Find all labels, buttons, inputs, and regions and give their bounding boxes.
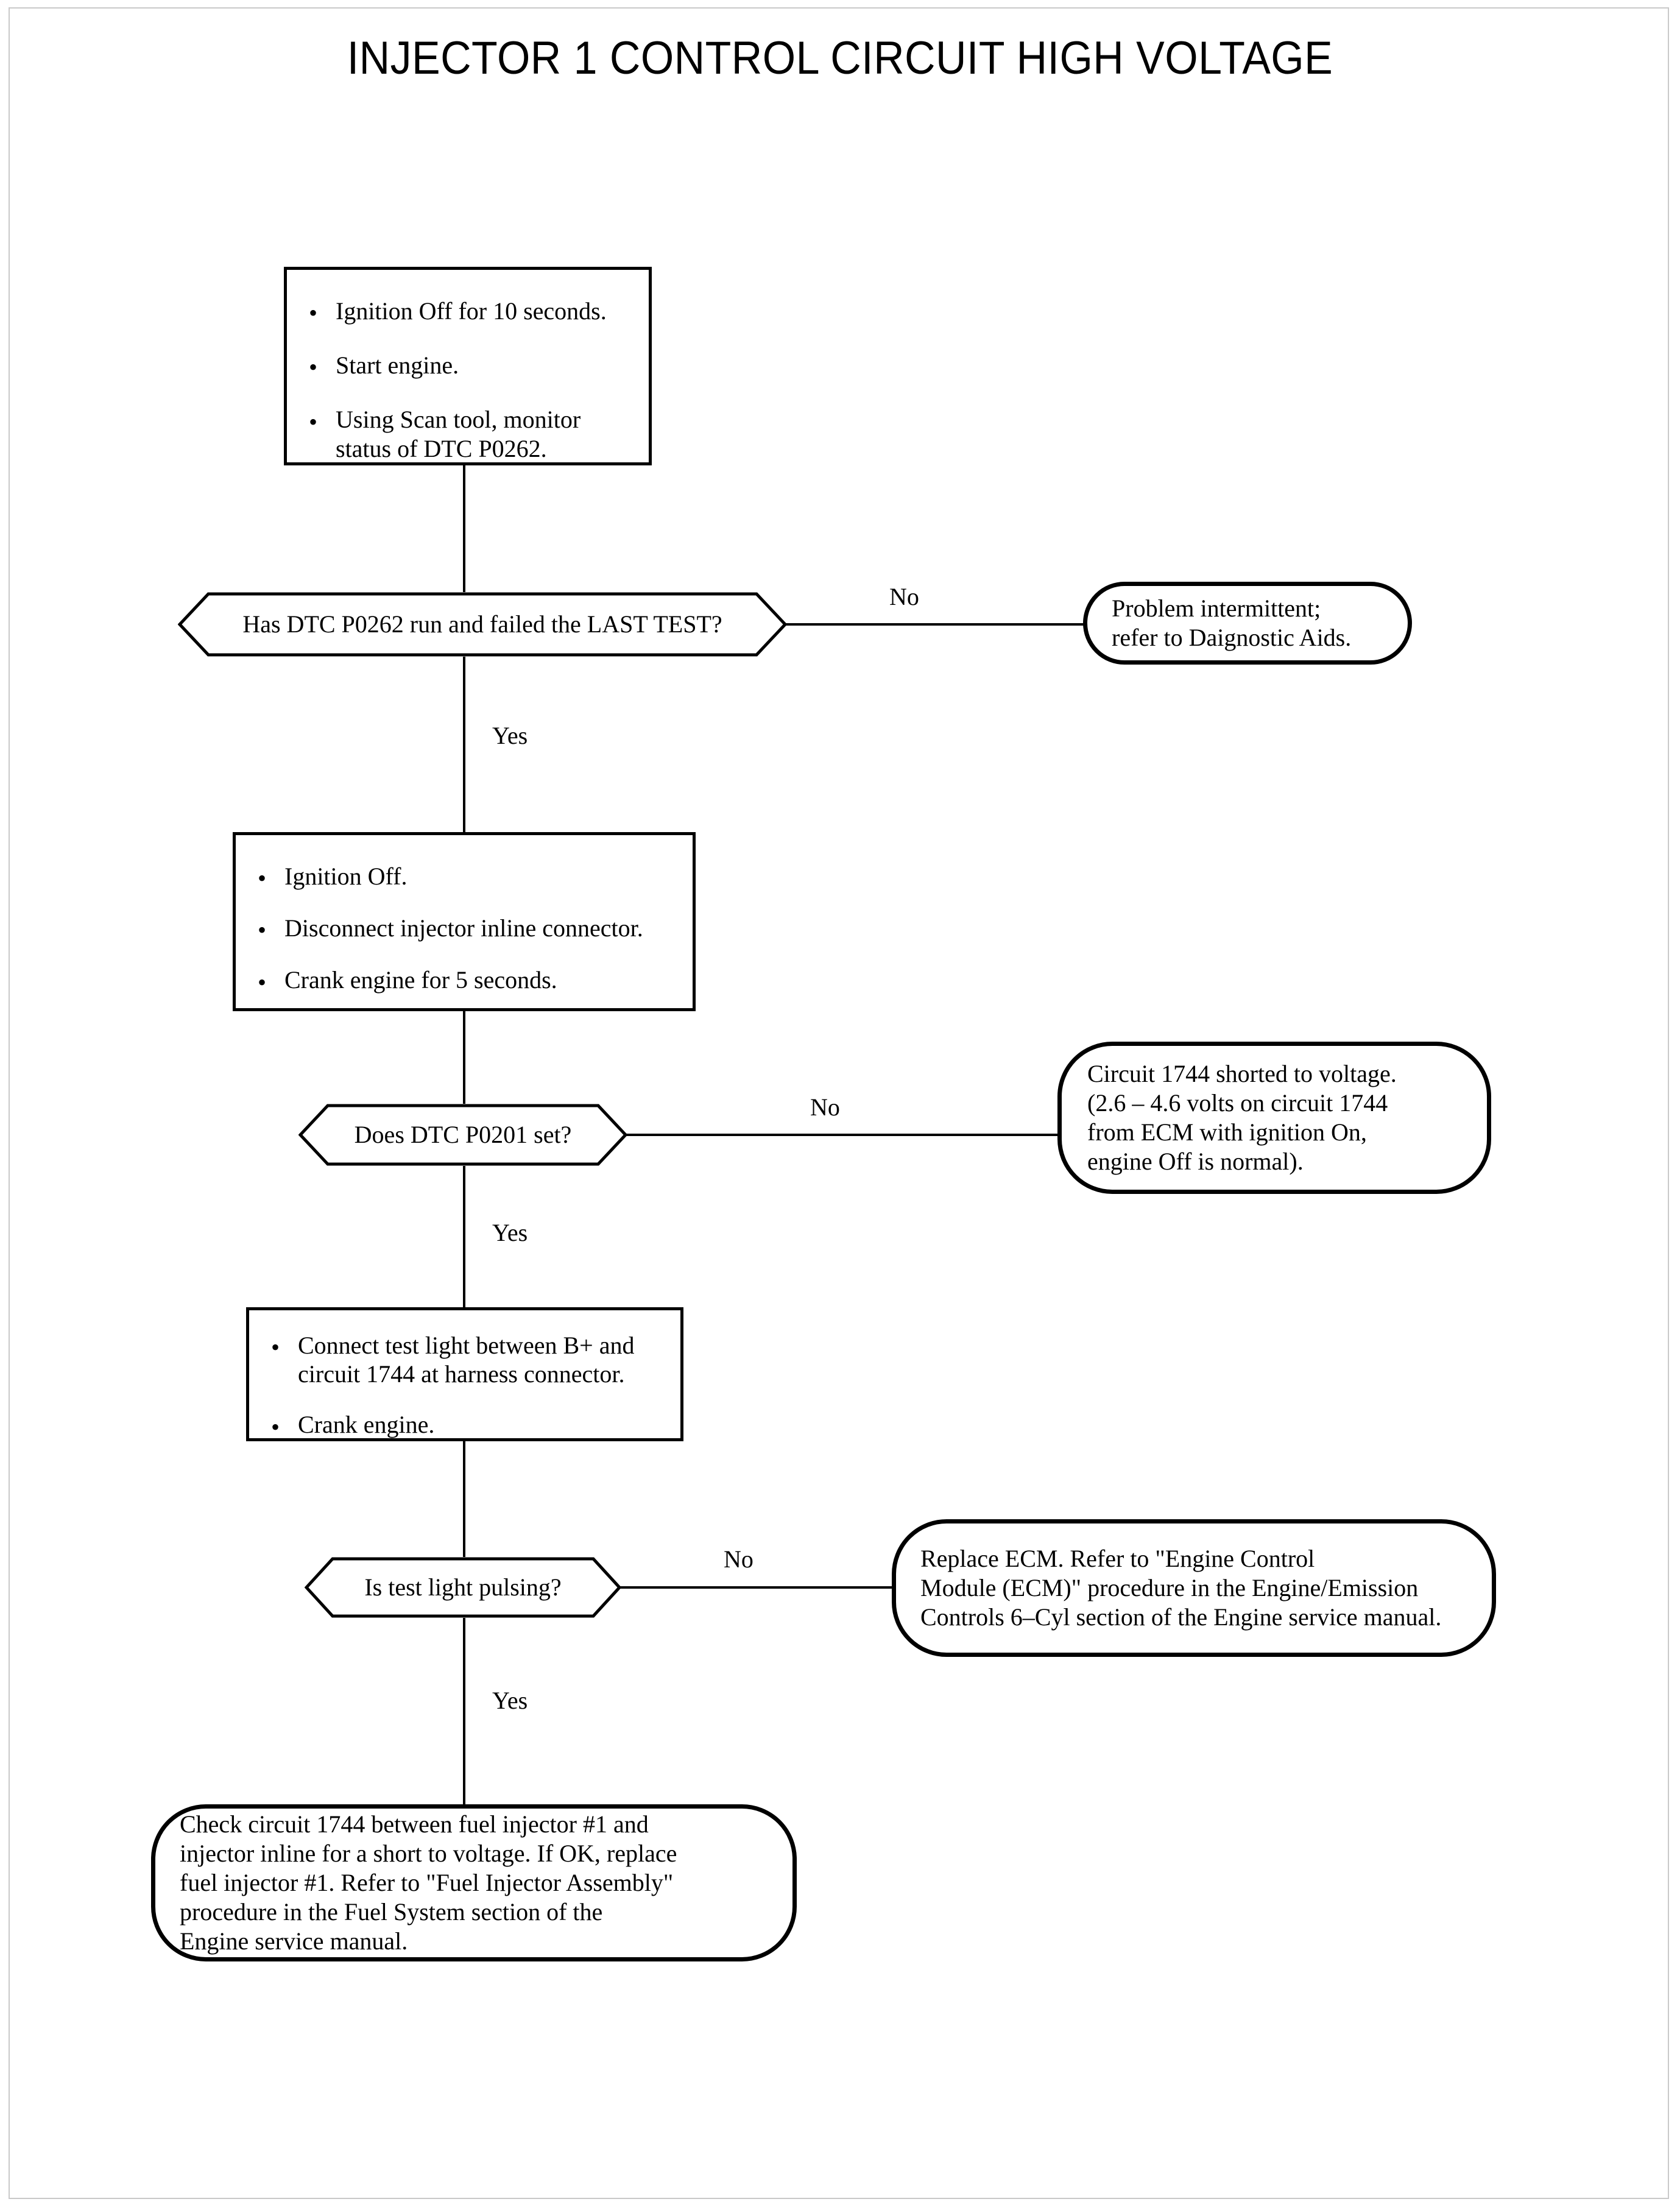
page-title: INJECTOR 1 CONTROL CIRCUIT HIGH VOLTAGE <box>347 32 1333 84</box>
terminal-line: Check circuit 1744 between fuel injector… <box>180 1810 649 1838</box>
bullet-icon: • <box>258 916 267 944</box>
branch-label-yes-3: Yes <box>492 1687 528 1714</box>
decision-2: Does DTC P0201 set? <box>298 1104 627 1166</box>
bullet-icon: • <box>258 864 267 892</box>
list-item: • Ignition Off for 10 seconds. <box>298 297 638 327</box>
list-item-label: Connect test light between B+ and <box>298 1332 635 1359</box>
list-item-label-cont: status of DTC P0262. <box>336 434 547 462</box>
terminal-3: Replace ECM. Refer to "Engine Control Mo… <box>892 1519 1496 1657</box>
bullet-icon: • <box>271 1413 280 1441</box>
terminal-line: (2.6 – 4.6 volts on circuit 1744 <box>1087 1089 1388 1117</box>
list-item-label: Crank engine. <box>298 1411 435 1439</box>
terminal-line: Circuit 1744 shorted to voltage. <box>1087 1060 1397 1087</box>
branch-label-no-2: No <box>810 1093 840 1121</box>
connector-decision3-no <box>620 1586 895 1589</box>
bullet-icon: • <box>309 299 318 327</box>
process-box-1: • Ignition Off for 10 seconds. • Start e… <box>284 267 652 465</box>
list-item: • Start engine. <box>298 351 638 381</box>
page-border <box>9 7 1669 2199</box>
process-box-2: • Ignition Off. • Disconnect injector in… <box>233 832 696 1011</box>
bullet-icon: • <box>258 968 267 996</box>
terminal-1-lines: Problem intermittent; refer to Daignosti… <box>1112 594 1383 652</box>
list-item-label: Disconnect injector inline connector. <box>284 914 643 942</box>
process-box-3: • Connect test light between B+ and circ… <box>246 1307 683 1441</box>
list-item-label: Ignition Off for 10 seconds. <box>336 297 607 325</box>
list-item-label: Using Scan tool, monitor <box>336 406 581 434</box>
hexagon-shape <box>298 1104 627 1166</box>
list-item: • Using Scan tool, monitor status of DTC… <box>298 405 638 462</box>
terminal-3-lines: Replace ECM. Refer to "Engine Control Mo… <box>920 1544 1467 1632</box>
terminal-line: Module (ECM)" procedure in the Engine/Em… <box>920 1574 1419 1601</box>
hexagon-shape <box>305 1557 621 1618</box>
connector-decision2-no <box>626 1134 1061 1136</box>
process-box-2-list: • Ignition Off. • Disconnect injector in… <box>247 862 682 996</box>
list-item-label: Start engine. <box>336 351 459 380</box>
connector-step2-decision2 <box>463 1011 465 1104</box>
decision-1: Has DTC P0262 run and failed the LAST TE… <box>178 592 787 657</box>
decision-2-label: Does DTC P0201 set? <box>354 1121 572 1148</box>
list-item: • Connect test light between B+ and circ… <box>260 1331 669 1388</box>
decision-3-label: Is test light pulsing? <box>364 1573 562 1601</box>
terminal-line: Replace ECM. Refer to "Engine Control <box>920 1545 1315 1572</box>
connector-decision3-yes <box>463 1618 465 1804</box>
connector-decision1-no <box>786 623 1087 626</box>
list-item-label-cont: circuit 1744 at harness connector. <box>298 1360 625 1388</box>
connector-step3-decision3 <box>463 1441 465 1557</box>
terminal-line: procedure in the Fuel System section of … <box>180 1898 603 1926</box>
hexagon-shape <box>178 592 787 657</box>
terminal-line: Engine service manual. <box>180 1927 408 1955</box>
terminal-2: Circuit 1744 shorted to voltage. (2.6 – … <box>1057 1042 1491 1194</box>
connector-decision1-yes <box>463 657 465 832</box>
branch-label-no-3: No <box>724 1545 754 1573</box>
list-item: • Ignition Off. <box>247 862 682 892</box>
list-item-label: Crank engine for 5 seconds. <box>284 966 557 994</box>
terminal-line: injector inline for a short to voltage. … <box>180 1840 677 1867</box>
bullet-icon: • <box>309 408 318 436</box>
branch-label-yes-2: Yes <box>492 1219 528 1246</box>
list-item: • Disconnect injector inline connector. <box>247 914 682 944</box>
decision-1-label: Has DTC P0262 run and failed the LAST TE… <box>242 610 722 638</box>
terminal-line: Controls 6–Cyl section of the Engine ser… <box>920 1603 1442 1631</box>
terminal-line: Problem intermittent; <box>1112 595 1321 622</box>
branch-label-no-1: No <box>889 583 919 610</box>
connector-step1-decision1 <box>463 465 465 592</box>
branch-label-yes-1: Yes <box>492 722 528 749</box>
bullet-icon: • <box>309 353 318 381</box>
terminal-line: engine Off is normal). <box>1087 1148 1304 1175</box>
process-box-1-list: • Ignition Off for 10 seconds. • Start e… <box>298 297 638 463</box>
terminal-1: Problem intermittent; refer to Daignosti… <box>1083 582 1412 665</box>
terminal-line: from ECM with ignition On, <box>1087 1118 1367 1146</box>
list-item: • Crank engine. <box>260 1410 669 1441</box>
terminal-2-lines: Circuit 1744 shorted to voltage. (2.6 – … <box>1087 1059 1461 1176</box>
terminal-4-lines: Check circuit 1744 between fuel injector… <box>180 1810 768 1956</box>
list-item-label: Ignition Off. <box>284 863 408 890</box>
terminal-line: refer to Daignostic Aids. <box>1112 624 1352 651</box>
terminal-line: fuel injector #1. Refer to "Fuel Injecto… <box>180 1869 674 1896</box>
bullet-icon: • <box>271 1333 280 1361</box>
decision-3: Is test light pulsing? <box>305 1557 621 1618</box>
list-item: • Crank engine for 5 seconds. <box>247 966 682 996</box>
process-box-3-list: • Connect test light between B+ and circ… <box>260 1331 669 1441</box>
terminal-4: Check circuit 1744 between fuel injector… <box>151 1804 797 1961</box>
connector-decision2-yes <box>463 1166 465 1307</box>
